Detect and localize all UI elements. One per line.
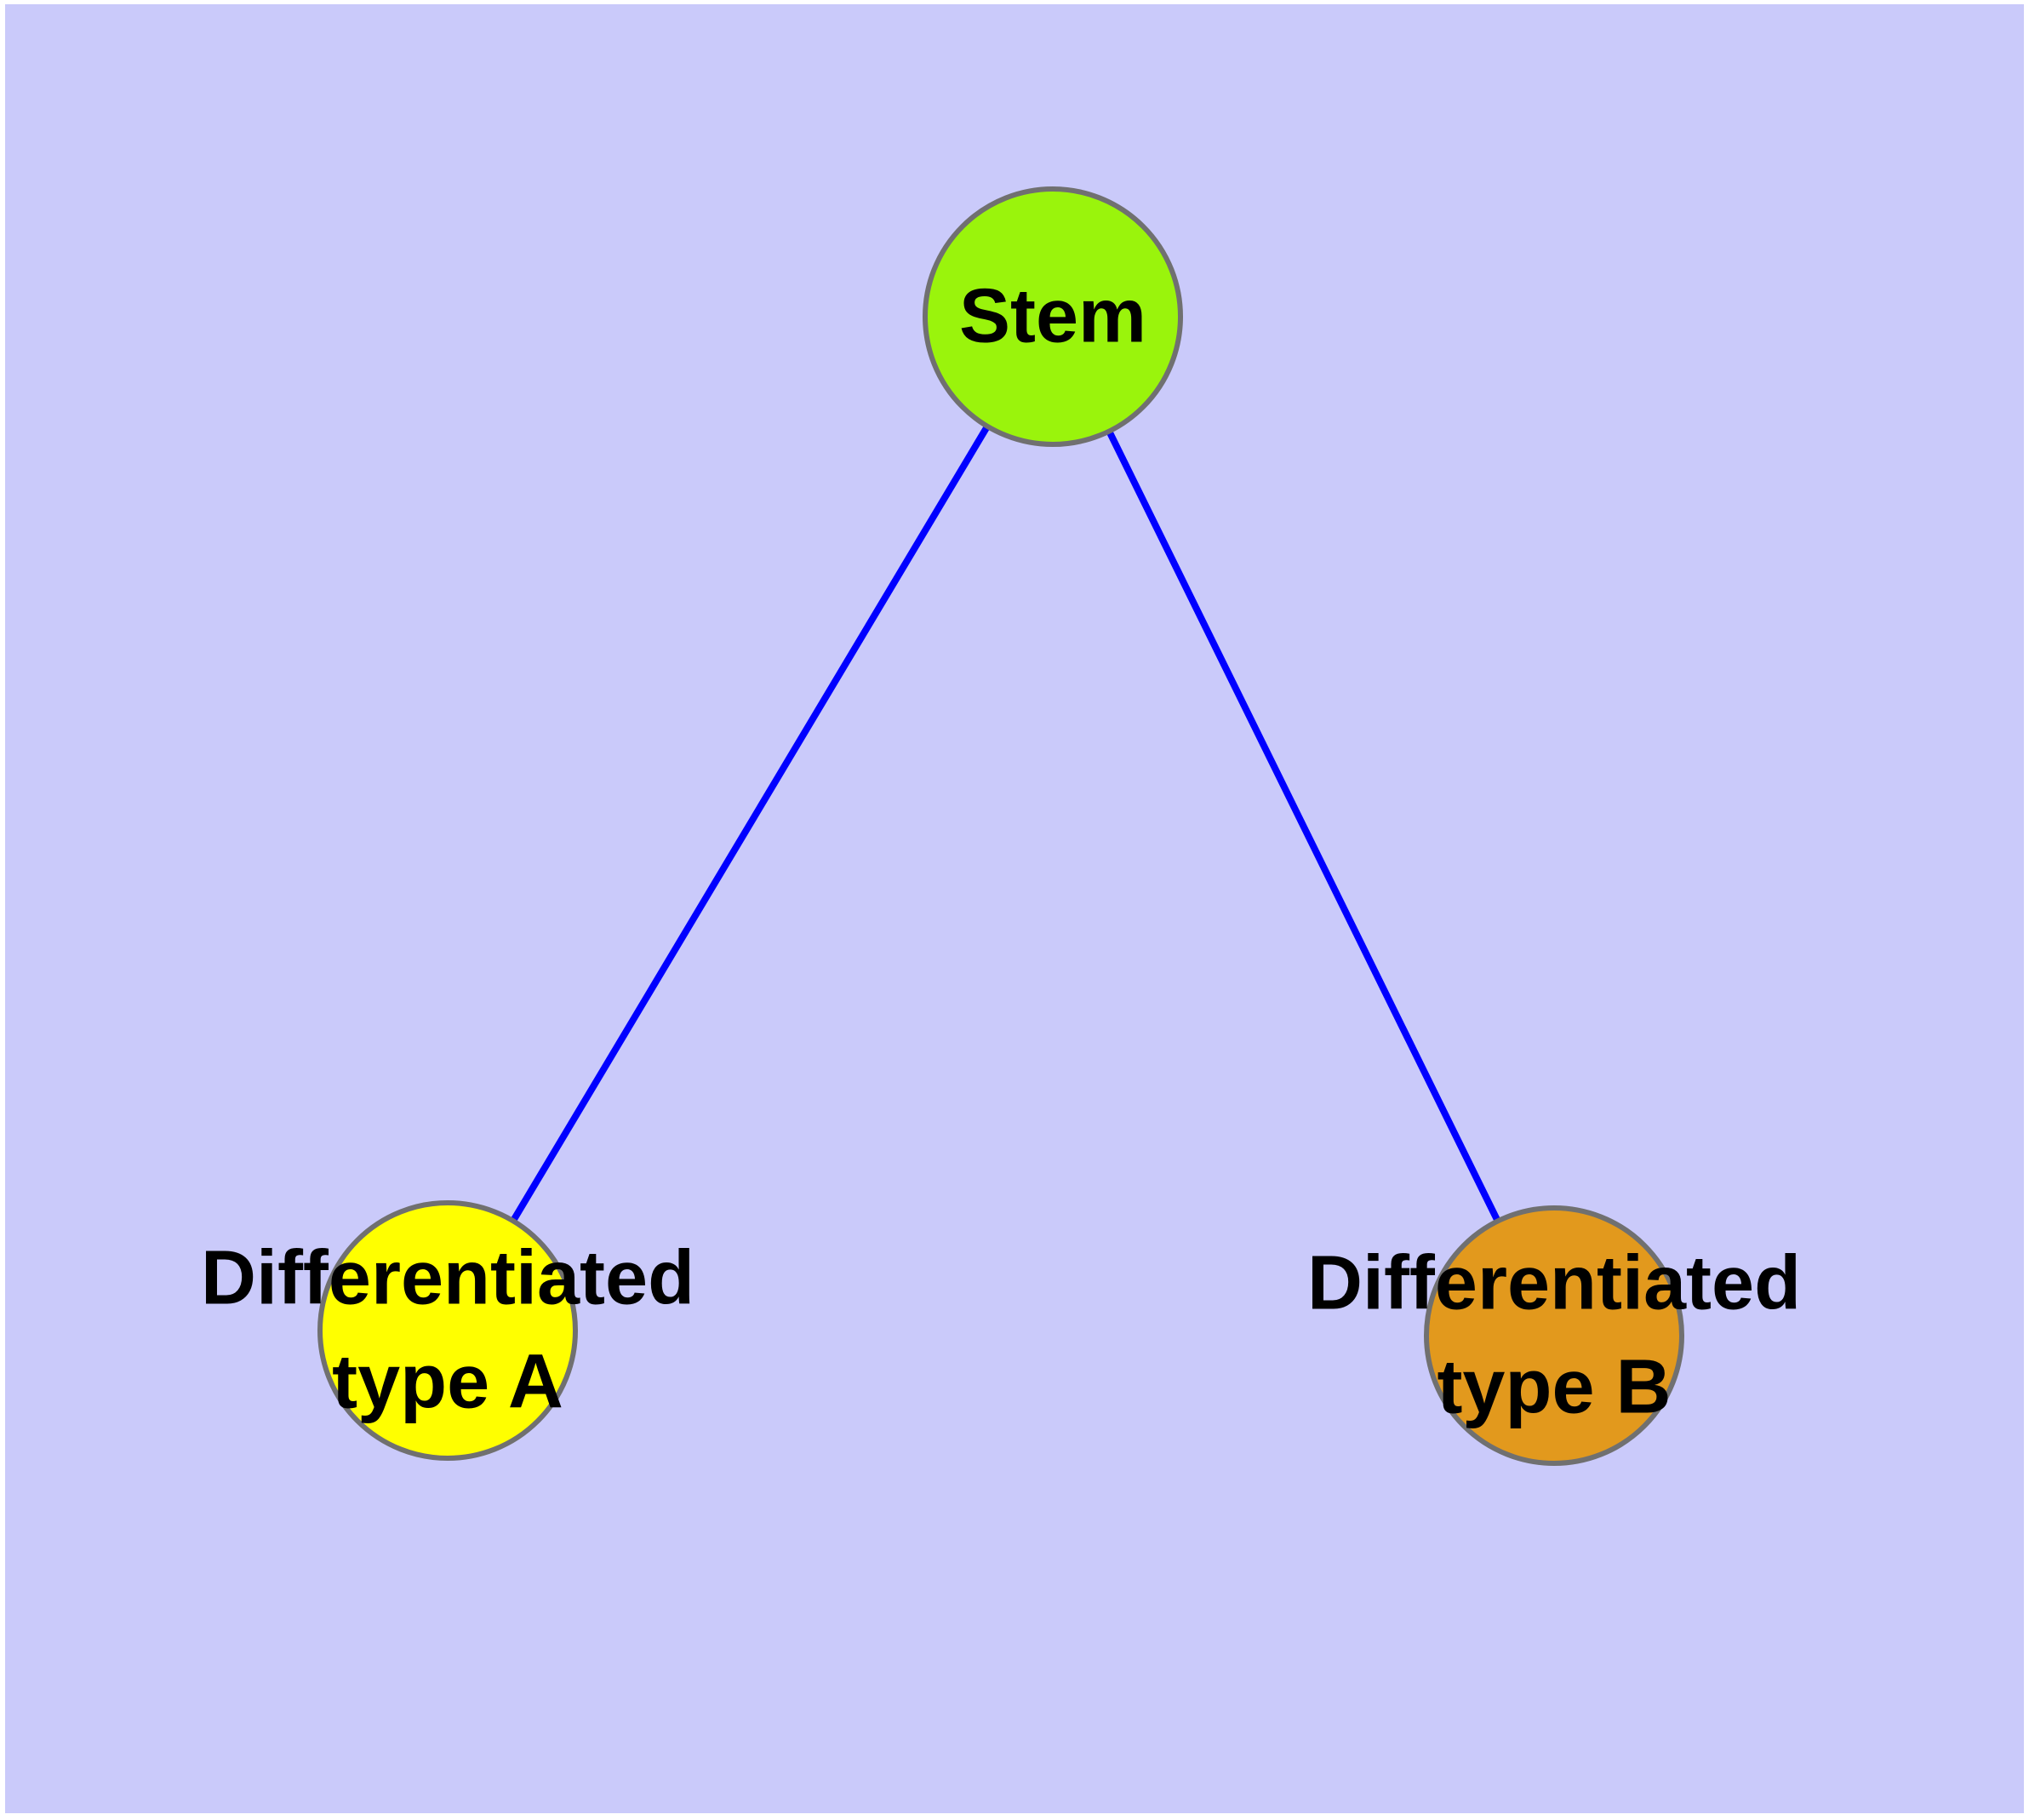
node-stem-label: Stem xyxy=(958,273,1147,359)
edge-stem-to-type-b xyxy=(1049,315,1557,1337)
node-differentiated-type-a-circle xyxy=(317,1200,578,1461)
edge-stem-to-type-a xyxy=(444,314,1056,1333)
node-differentiated-type-a-label: Differentiated type A xyxy=(200,1235,695,1425)
node-differentiated-type-b-circle xyxy=(1424,1205,1684,1466)
node-differentiated-type-b-label: Differentiated type B xyxy=(1306,1240,1802,1430)
node-stem-circle xyxy=(923,186,1183,447)
